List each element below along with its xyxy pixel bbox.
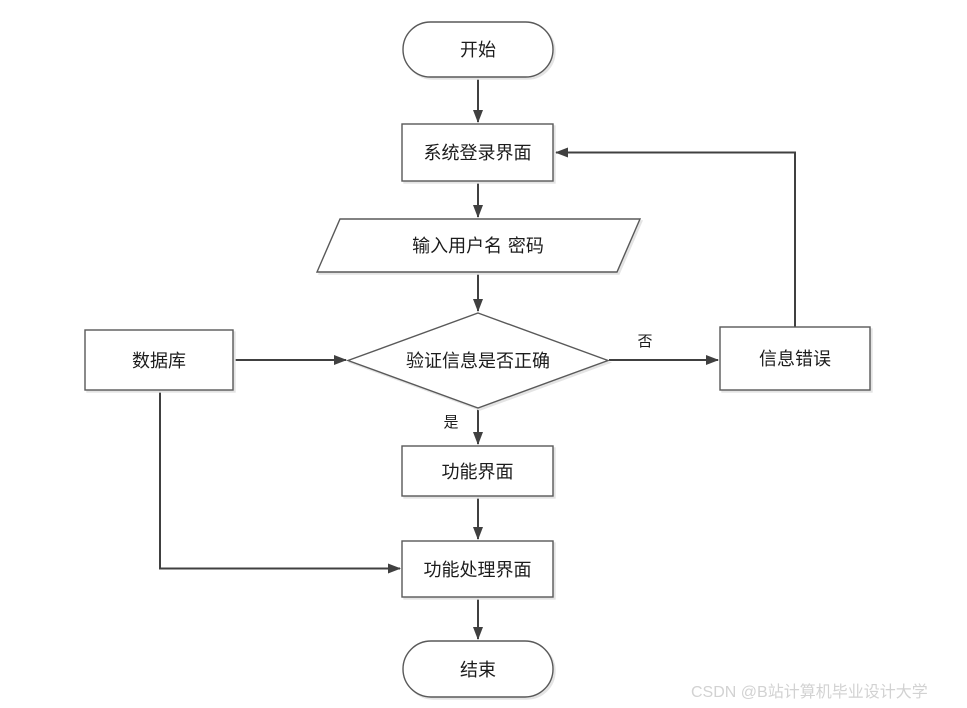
database-label: 数据库: [132, 351, 186, 372]
csdn-watermark: CSDN @B站计算机毕业设计大学: [691, 682, 928, 701]
login-label: 系统登录界面: [424, 143, 532, 164]
error-label: 信息错误: [759, 349, 831, 370]
node-start: 开始: [402, 21, 554, 78]
input-io-shape: [315, 218, 642, 273]
handle-label: 功能处理界面: [424, 560, 532, 581]
node-input: 输入用户名 密码: [315, 218, 642, 273]
verify-decision-shape: [345, 312, 611, 409]
edges: [159, 77, 796, 640]
node-end: 结束: [402, 640, 554, 698]
node-handle: 功能处理界面: [401, 540, 554, 598]
node-verify: 验证信息是否正确: [345, 312, 611, 409]
function-label: 功能界面: [442, 462, 514, 483]
edge-label-no: 否: [637, 332, 652, 350]
function-process-shape: [401, 445, 554, 497]
end-terminator-shape: [402, 640, 554, 698]
node-error: 信息错误: [719, 326, 871, 391]
database-process-shape: [84, 329, 234, 391]
error-process-shape: [719, 326, 871, 391]
start-terminator-shape: [402, 21, 554, 78]
node-login: 系统登录界面: [401, 123, 554, 182]
verify-label: 验证信息是否正确: [406, 351, 550, 372]
input-label: 输入用户名 密码: [412, 236, 544, 257]
handle-process-shape: [401, 540, 554, 598]
login-process-shape: [401, 123, 554, 182]
edge-error-to-login: [555, 147, 796, 327]
edge-label-yes: 是: [443, 413, 458, 431]
edge-database-to-handle: [159, 390, 401, 574]
end-label: 结束: [460, 660, 496, 681]
start-label: 开始: [460, 40, 496, 61]
node-database: 数据库: [84, 329, 234, 391]
node-function: 功能界面: [401, 445, 554, 497]
